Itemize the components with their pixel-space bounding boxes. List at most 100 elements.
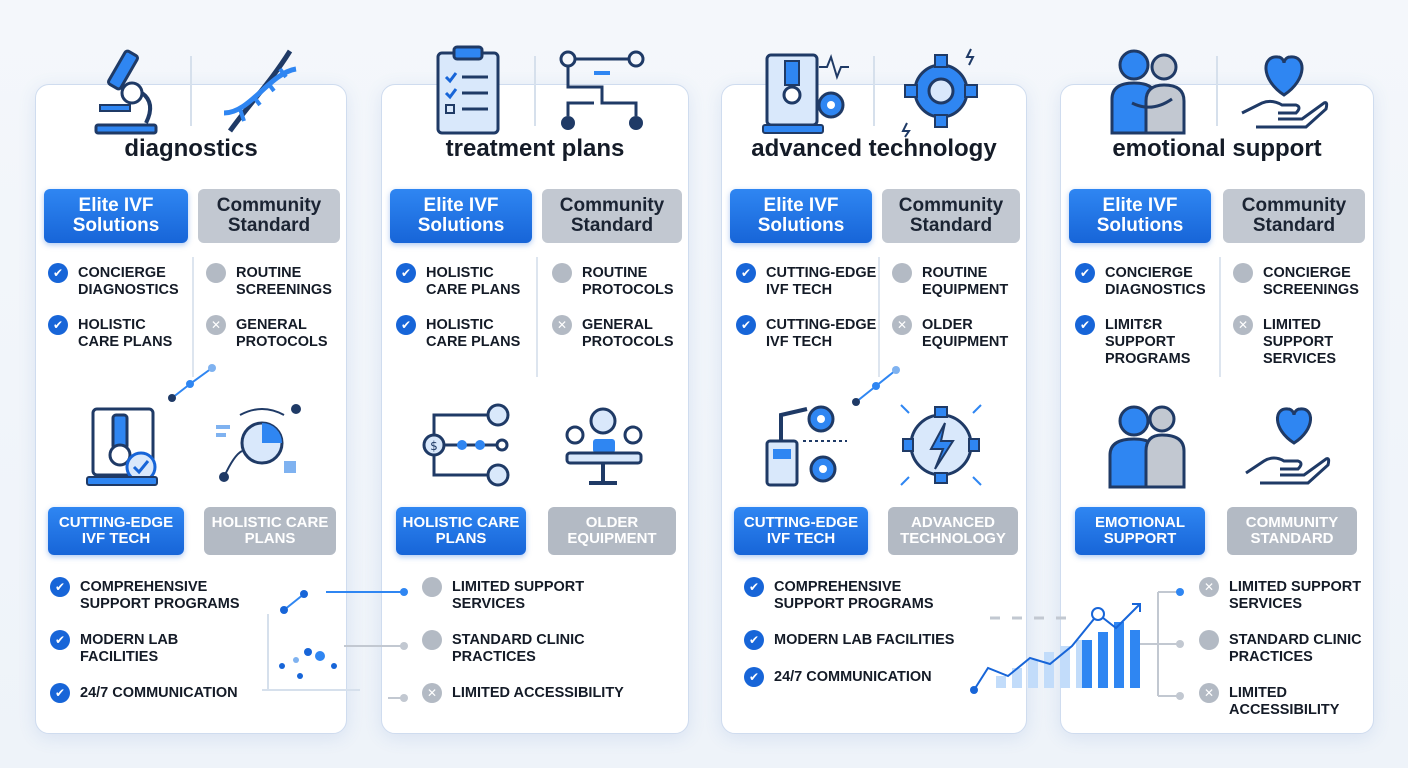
list-item: LIMITED SUPPORT SERVICES xyxy=(422,577,652,613)
hug-icon xyxy=(1108,405,1186,489)
card-title: treatment plans xyxy=(445,135,625,162)
list-item-label: 24/7 COMMUNICATION xyxy=(774,669,932,685)
list-item: ✔ HOLISTIC CARE PLANS xyxy=(396,263,536,299)
cross-icon: ✕ xyxy=(206,315,226,335)
heart-hand-icon xyxy=(1245,407,1331,485)
elite-ivf-header: Elite IVF Solutions xyxy=(44,189,188,243)
mid-icon-row xyxy=(722,395,1026,495)
check-icon: ✔ xyxy=(48,263,68,283)
dot-icon xyxy=(422,630,442,650)
mid-icon-row xyxy=(1061,395,1373,495)
icon-separator xyxy=(1216,56,1218,126)
check-icon: ✔ xyxy=(744,630,764,650)
list-item-label: LIMITED SUPPORT SERVICES xyxy=(452,579,585,612)
list-item-label: ROUTINE PROTOCOLS xyxy=(582,265,674,298)
column-divider xyxy=(878,257,880,377)
list-item-label: GENERAL PROTOCOLS xyxy=(236,317,328,350)
list-item: ✔ 24/7 COMMUNICATION xyxy=(744,667,964,687)
list-item-label: HOLISTIC CARE PLANS xyxy=(78,317,173,350)
check-icon: ✔ xyxy=(736,263,756,283)
lab-machine-icon xyxy=(762,53,849,134)
list-item-label: LIMITED ACCESSIBILITY xyxy=(1229,685,1340,718)
elite-list: ✔ CONCIERGE DIAGNOSTICS ✔ LIMITƐR SUPPORT … xyxy=(1075,263,1219,368)
list-item-label: CUTTING-EDGE IVF TECH xyxy=(766,265,877,298)
card-icon-row xyxy=(722,41,1026,141)
card-icon-row xyxy=(382,41,688,141)
emotional-support-badge: EMOTIONAL SUPPORT xyxy=(1075,507,1205,555)
elite-ivf-header: Elite IVF Solutions xyxy=(390,189,532,243)
check-icon: ✔ xyxy=(1075,263,1095,283)
list-item-label: COMPREHENSIVE SUPPORT PROGRAMS xyxy=(80,579,240,612)
dot-icon xyxy=(206,263,226,283)
card-advanced-technology: advanced technology Elite IVF Solutions … xyxy=(721,48,1027,734)
dot-icon xyxy=(1199,630,1219,650)
lab-microscope-icon xyxy=(85,407,158,486)
column-divider xyxy=(1219,257,1221,377)
dot-icon xyxy=(552,263,572,283)
hug-icon xyxy=(1110,49,1186,135)
card-title: emotional support xyxy=(1112,135,1322,162)
check-icon: ✔ xyxy=(1075,315,1095,335)
holistic-care-badge: HOLISTIC CARE PLANS xyxy=(396,507,526,555)
check-icon: ✔ xyxy=(50,683,70,703)
card-title: advanced technology xyxy=(751,135,997,162)
elite-list: ✔CONCIERGE DIAGNOSTICS ✔HOLISTIC CARE PL… xyxy=(48,263,190,351)
cross-icon: ✕ xyxy=(1233,315,1253,335)
list-item-label: HOLISTIC CARE PLANS xyxy=(426,265,521,298)
dot-icon xyxy=(422,577,442,597)
check-icon: ✔ xyxy=(736,315,756,335)
list-item-label: CONCIERGE DIAGNOSTICS xyxy=(1105,265,1206,298)
patient-bed-icon xyxy=(565,407,642,485)
list-item: ROUTINE SCREENINGS xyxy=(206,263,346,299)
power-gear-icon xyxy=(900,404,982,486)
elite-ivf-header: Elite IVF Solutions xyxy=(730,189,872,243)
dna-icon xyxy=(223,49,297,133)
list-item: ROUTINE EQUIPMENT xyxy=(892,263,1026,299)
list-item: ✔CUTTING-EDGE IVF TECH xyxy=(736,315,878,351)
list-item: ✕LIMITED ACCESSIBILITY xyxy=(422,683,652,703)
bottom-list: ✔ COMPREHENSIVE SUPPORT PROGRAMS ✔MODERN … xyxy=(50,577,260,703)
clipboard-icon xyxy=(436,45,500,135)
icon-separator xyxy=(190,56,192,126)
list-item: ✕GENERAL PROTOCOLS xyxy=(552,315,688,351)
list-item-label: OLDER EQUIPMENT xyxy=(922,317,1009,350)
list-item: ROUTINE PROTOCOLS xyxy=(552,263,688,299)
bottom-list: ✕LIMITED SUPPORT SERVICES STANDARD CLINI… xyxy=(1199,577,1369,719)
cross-icon: ✕ xyxy=(1199,577,1219,597)
list-item-label: CONCIERGE SCREENINGS xyxy=(1263,265,1359,298)
check-icon: ✔ xyxy=(744,667,764,687)
list-item-label: LIMITED ACCESSIBILITY xyxy=(452,685,624,701)
list-item: ✕ GENERAL PROTOCOLS xyxy=(206,315,346,351)
cross-icon: ✕ xyxy=(892,315,912,335)
check-icon: ✔ xyxy=(396,315,416,335)
list-item: ✕ OLDER EQUIPMENT xyxy=(892,315,1026,351)
svg-text:$: $ xyxy=(430,439,438,453)
data-analysis-icon xyxy=(215,404,301,482)
bottom-list: LIMITED SUPPORT SERVICES STANDARD CLINIC… xyxy=(422,577,652,703)
list-item: ✕LIMITED ACCESSIBILITY xyxy=(1199,683,1369,719)
community-standard-badge: COMMUNITY STANDARD xyxy=(1227,507,1357,555)
list-item-label: LIMITED SUPPORT SERVICES xyxy=(1263,317,1337,367)
check-icon: ✔ xyxy=(396,263,416,283)
older-equipment-badge: OLDER EQUIPMENT xyxy=(548,507,676,555)
list-item-label: GENERAL PROTOCOLS xyxy=(582,317,674,350)
advanced-technology-badge: ADVANCED TECHNOLOGY xyxy=(888,507,1018,555)
dot-icon xyxy=(1233,263,1253,283)
check-icon: ✔ xyxy=(744,577,764,597)
list-item-label: ROUTINE EQUIPMENT xyxy=(922,265,1009,298)
cutting-edge-badge: CUTTING-EDGE IVF TECH xyxy=(734,507,868,555)
card-icon-row xyxy=(1061,41,1373,141)
community-list: ROUTINE EQUIPMENT ✕ OLDER EQUIPMENT xyxy=(892,263,1026,351)
list-item-label: HOLISTIC CARE PLANS xyxy=(426,317,521,350)
community-list: CONCIERGE SCREENINGS ✕ LIMITED SUPPORT SE… xyxy=(1233,263,1373,368)
holistic-care-badge: HOLISTIC CARE PLANS xyxy=(204,507,336,555)
microscope-icon xyxy=(94,49,158,135)
bottom-list: ✔COMPREHENSIVE SUPPORT PROGRAMS ✔MODERN … xyxy=(744,577,964,687)
community-standard-header: Community Standard xyxy=(542,189,682,243)
mid-icon-row: $ xyxy=(382,395,688,495)
card-emotional-support: emotional support Elite IVF Solutions Co… xyxy=(1060,49,1374,734)
list-item-label: LIMITƐR SUPPORT PROGRAMS xyxy=(1105,317,1191,367)
list-item: ✔MODERN LAB FACILITIES xyxy=(50,630,260,666)
column-divider xyxy=(536,257,538,377)
icon-separator xyxy=(873,56,875,126)
